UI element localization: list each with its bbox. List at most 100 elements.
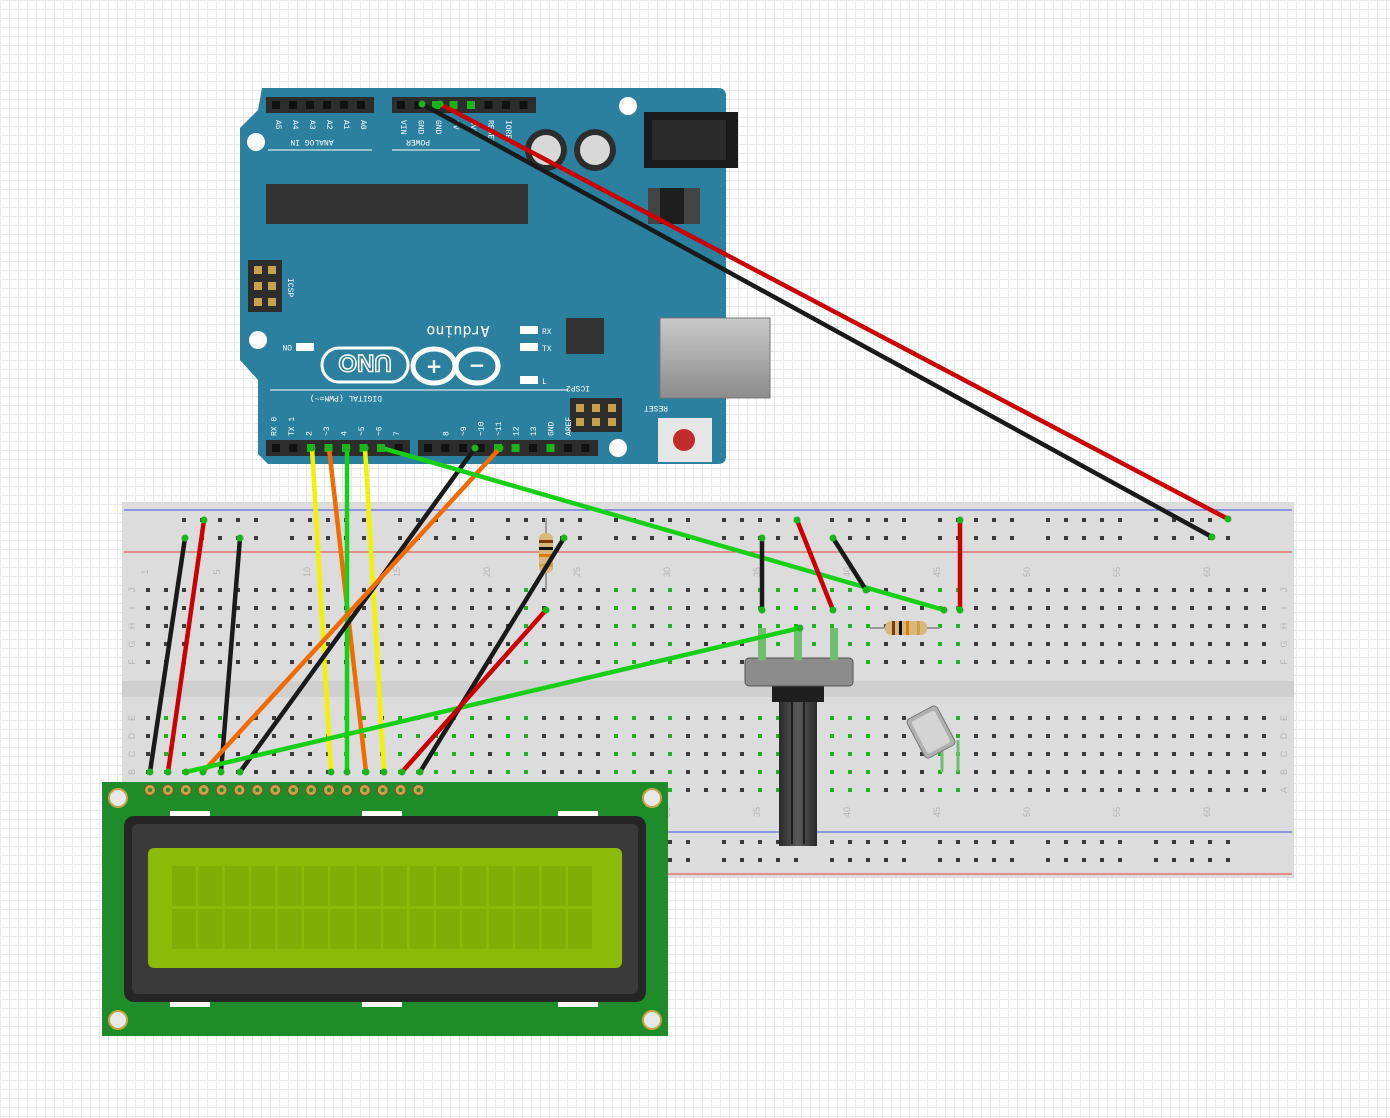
- wire-endpoint: [829, 606, 837, 614]
- breadboard-hole: [902, 660, 906, 664]
- black-wire[interactable]: [218, 535, 243, 775]
- wire-endpoint: [418, 100, 426, 108]
- rail-hole: [686, 518, 690, 522]
- used-hole: [668, 770, 672, 774]
- header-pin[interactable]: [502, 101, 510, 109]
- tilt-sensor[interactable]: [906, 705, 960, 772]
- breadboard-hole: [1226, 660, 1230, 664]
- breadboard-hole: [650, 734, 654, 738]
- header-pin[interactable]: [546, 444, 555, 452]
- wire-endpoint: [758, 534, 766, 542]
- header-pin[interactable]: [289, 444, 298, 452]
- header-pin[interactable]: [357, 101, 365, 109]
- used-hole: [506, 770, 510, 774]
- breadboard-hole: [1082, 606, 1086, 610]
- header-pin[interactable]: [449, 101, 458, 109]
- header-pin[interactable]: [432, 101, 440, 109]
- breadboard-hole: [326, 588, 330, 592]
- header-pin[interactable]: [424, 444, 432, 452]
- breadboard-hole: [1046, 606, 1050, 610]
- lcd-character-cell: [383, 909, 408, 949]
- breadboard-hole: [1154, 624, 1158, 628]
- breadboard-hole: [1262, 606, 1266, 610]
- lcd-16x2[interactable]: [102, 782, 668, 1036]
- breadboard-hole: [362, 624, 366, 628]
- header-pin[interactable]: [519, 101, 528, 109]
- orange-wire[interactable]: [200, 445, 503, 775]
- potentiometer[interactable]: [744, 628, 854, 846]
- green-wire[interactable]: [183, 625, 803, 775]
- breadboard-hole: [542, 588, 546, 592]
- used-hole: [866, 770, 870, 774]
- rail-hole: [254, 536, 258, 540]
- used-hole: [776, 752, 780, 756]
- rail-hole: [1226, 536, 1230, 540]
- lcd-pin-hole: [255, 788, 260, 792]
- breadboard-hole: [1226, 734, 1230, 738]
- header-pin[interactable]: [581, 444, 590, 452]
- black-wire[interactable]: [419, 101, 1215, 540]
- header-pin[interactable]: [414, 101, 423, 109]
- breadboard-hole: [596, 734, 600, 738]
- breadboard-hole: [686, 660, 690, 664]
- row-label: A: [1279, 787, 1289, 793]
- breadboard-hole: [272, 624, 276, 628]
- header-pin[interactable]: [459, 444, 467, 452]
- header-pin[interactable]: [511, 444, 520, 452]
- rail-hole: [902, 536, 906, 540]
- mount-hole: [249, 331, 267, 349]
- header-pin[interactable]: [484, 101, 493, 109]
- yellow-wire[interactable]: [309, 445, 334, 775]
- breadboard-hole: [1082, 734, 1086, 738]
- reset-button[interactable]: [673, 429, 695, 451]
- yellow-wire[interactable]: [362, 445, 387, 775]
- breadboard-hole: [1118, 788, 1122, 792]
- breadboard-hole: [200, 752, 204, 756]
- header-pin[interactable]: [529, 444, 537, 452]
- header-pin[interactable]: [272, 101, 280, 109]
- wire-endpoint: [378, 444, 386, 452]
- used-hole: [524, 588, 528, 592]
- header-pin[interactable]: [394, 444, 403, 452]
- header-pin[interactable]: [340, 101, 348, 109]
- header-pin[interactable]: [467, 101, 475, 109]
- header-pin[interactable]: [272, 444, 280, 452]
- rail-hole: [848, 840, 852, 844]
- red-wire[interactable]: [399, 607, 549, 775]
- potentiometer-pin: [794, 628, 802, 660]
- rail-hole: [1082, 518, 1086, 522]
- header-pin[interactable]: [476, 444, 485, 452]
- breadboard-hole: [272, 660, 276, 664]
- red-wire[interactable]: [794, 517, 836, 613]
- breadboard-hole: [902, 716, 906, 720]
- black-wire[interactable]: [237, 445, 478, 775]
- header-pin[interactable]: [441, 444, 450, 452]
- digital-pin-label: 2: [306, 431, 315, 436]
- breadboard-hole: [740, 788, 744, 792]
- header-pin[interactable]: [397, 101, 405, 109]
- header-pin[interactable]: [564, 444, 572, 452]
- used-hole: [218, 716, 222, 720]
- black-wire[interactable]: [147, 535, 188, 775]
- column-label: 15: [392, 567, 402, 577]
- wire-endpoint: [471, 444, 479, 452]
- row-label: D: [127, 732, 137, 739]
- header-pin[interactable]: [289, 101, 297, 109]
- red-wire[interactable]: [165, 517, 207, 775]
- black-wire[interactable]: [417, 535, 567, 775]
- breadboard-hole: [542, 752, 546, 756]
- atmega-chip: [266, 184, 528, 224]
- power-pin-label: GND: [433, 120, 442, 135]
- breadboard-hole: [290, 660, 294, 664]
- wire-endpoint: [200, 516, 208, 524]
- green-wire[interactable]: [379, 445, 947, 613]
- breadboard-hole: [308, 734, 312, 738]
- breadboard-hole: [1010, 770, 1014, 774]
- header-pin[interactable]: [306, 101, 314, 109]
- header-pin[interactable]: [323, 101, 331, 109]
- resistor-horizontal[interactable]: [870, 621, 940, 635]
- used-hole: [398, 734, 402, 738]
- red-wire[interactable]: [437, 101, 1231, 522]
- black-wire[interactable]: [830, 535, 869, 593]
